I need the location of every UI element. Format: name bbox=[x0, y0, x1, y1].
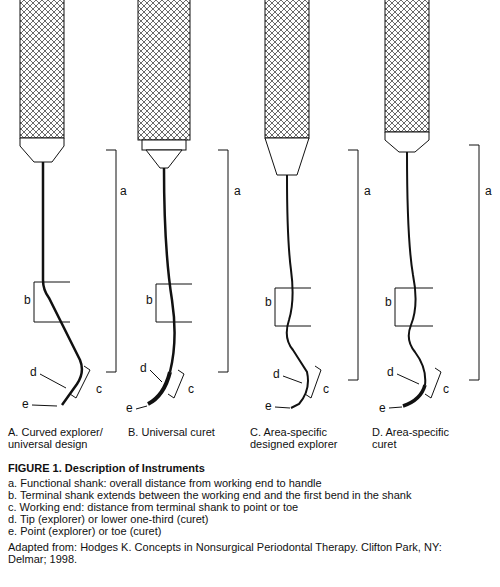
callout-letter: c bbox=[323, 383, 329, 396]
handle bbox=[385, 0, 429, 132]
definition-item: e. Point (explorer) or toe (curet) bbox=[8, 525, 428, 537]
ferrule bbox=[265, 138, 309, 175]
instrument-b bbox=[136, 0, 228, 409]
handle bbox=[138, 0, 190, 140]
ferrule bbox=[142, 140, 186, 150]
callout-letter: a bbox=[485, 185, 492, 198]
leader-line bbox=[40, 374, 66, 388]
callout-letter: b bbox=[146, 294, 153, 307]
ferrule bbox=[20, 138, 64, 162]
figure-caption: FIGURE 1. Description of Instruments bbox=[8, 462, 488, 475]
instrument-a bbox=[20, 0, 116, 406]
leader-line bbox=[32, 405, 57, 406]
leader-line bbox=[150, 370, 162, 382]
bracket bbox=[70, 366, 90, 398]
blade bbox=[403, 385, 425, 406]
leader-line bbox=[136, 406, 147, 409]
callout-letter: e bbox=[126, 402, 133, 415]
callout-letter: a bbox=[120, 185, 127, 198]
instrument-c bbox=[265, 0, 358, 408]
ferrule bbox=[146, 150, 182, 168]
handle bbox=[20, 0, 64, 138]
callout-letter: d bbox=[273, 368, 280, 381]
callout-letter: e bbox=[265, 400, 272, 413]
leader-line bbox=[275, 407, 290, 408]
callout-letter: e bbox=[379, 402, 386, 415]
callout-letter: b bbox=[24, 294, 31, 307]
callout-letter: d bbox=[30, 366, 37, 379]
bracket bbox=[168, 370, 184, 398]
bracket bbox=[425, 368, 441, 398]
instrument-caption: B. Universal curet bbox=[128, 426, 238, 438]
shank bbox=[43, 162, 82, 405]
blade bbox=[148, 372, 170, 404]
callout-letter: e bbox=[22, 398, 29, 411]
definition-item: c. Working end: distance from terminal s… bbox=[8, 501, 428, 513]
callout-letter: d bbox=[140, 362, 147, 375]
bracket bbox=[275, 288, 311, 326]
bracket bbox=[305, 366, 321, 398]
bracket bbox=[156, 284, 192, 322]
bracket bbox=[34, 282, 70, 322]
bracket bbox=[469, 145, 479, 380]
instrument-caption: A. Curved explorer/ universal design bbox=[8, 426, 120, 450]
handle bbox=[265, 0, 309, 138]
shank bbox=[407, 152, 425, 385]
callout-letter: c bbox=[188, 383, 194, 396]
callout-letter: b bbox=[385, 296, 392, 309]
callout-letter: a bbox=[234, 185, 241, 198]
definition-item: a. Functional shank: overall distance fr… bbox=[8, 477, 428, 489]
bracket bbox=[106, 150, 116, 372]
definition-item: d. Tip (explorer) or lower one-third (cu… bbox=[8, 513, 428, 525]
shank bbox=[287, 175, 308, 408]
bracket bbox=[395, 288, 433, 326]
shank bbox=[164, 168, 175, 372]
callout-letter: c bbox=[443, 383, 449, 396]
callout-letter: d bbox=[387, 366, 394, 379]
instrument-d bbox=[385, 0, 479, 408]
callout-letter: b bbox=[265, 296, 272, 309]
leader-line bbox=[397, 374, 419, 384]
leader-line bbox=[389, 407, 402, 408]
callout-letter: a bbox=[364, 185, 371, 198]
bracket bbox=[218, 150, 228, 372]
callout-letter: c bbox=[96, 383, 102, 396]
bracket bbox=[348, 150, 358, 380]
definition-item: b. Terminal shank extends between the wo… bbox=[8, 489, 428, 501]
instrument-caption: C. Area-specific designed explorer bbox=[250, 426, 362, 450]
ferrule bbox=[385, 132, 429, 152]
source-note: Adapted from: Hodges K. Concepts in Nons… bbox=[8, 541, 448, 565]
instrument-caption: D. Area-specific curet bbox=[372, 426, 472, 450]
leader-line bbox=[283, 376, 302, 383]
